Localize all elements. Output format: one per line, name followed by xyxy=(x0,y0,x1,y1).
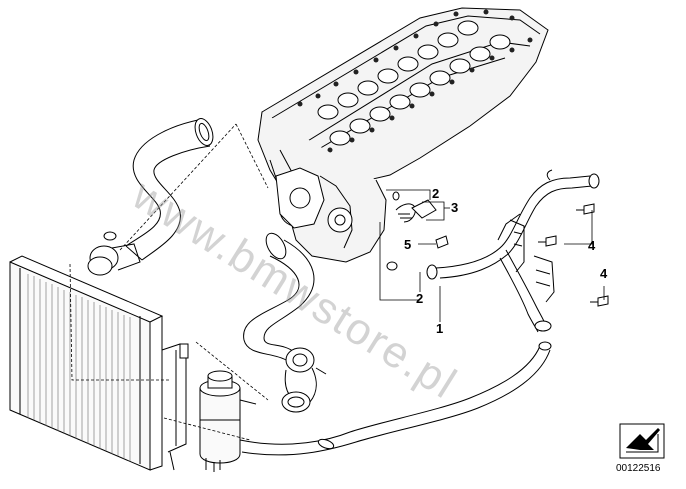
callout-5[interactable]: 5 xyxy=(404,237,412,252)
callout-4-lower[interactable]: 4 xyxy=(600,266,608,281)
radiator-fins xyxy=(27,274,131,461)
arrow-nav-icon[interactable] xyxy=(619,423,665,459)
callout-4-upper[interactable]: 4 xyxy=(588,238,596,253)
diagram-id: 00122516 xyxy=(616,463,661,474)
bolts xyxy=(538,203,609,307)
lower-radiator-hose xyxy=(243,232,327,413)
radiator xyxy=(9,255,189,471)
callout-2-bottom[interactable]: 2 xyxy=(416,291,424,306)
water-pipe-assembly xyxy=(426,169,600,333)
return-hose xyxy=(239,341,552,456)
leader-lines xyxy=(69,123,605,441)
camshaft-lobes xyxy=(317,20,511,146)
callout-3[interactable]: 3 xyxy=(451,200,459,215)
upper-radiator-hose xyxy=(87,118,214,276)
expansion-tank xyxy=(199,370,257,472)
callout-2-top[interactable]: 2 xyxy=(432,186,440,201)
small-parts xyxy=(386,191,449,271)
cylinder-head xyxy=(257,7,549,263)
callout-1[interactable]: 1 xyxy=(436,321,444,336)
head-bolts xyxy=(297,9,533,153)
